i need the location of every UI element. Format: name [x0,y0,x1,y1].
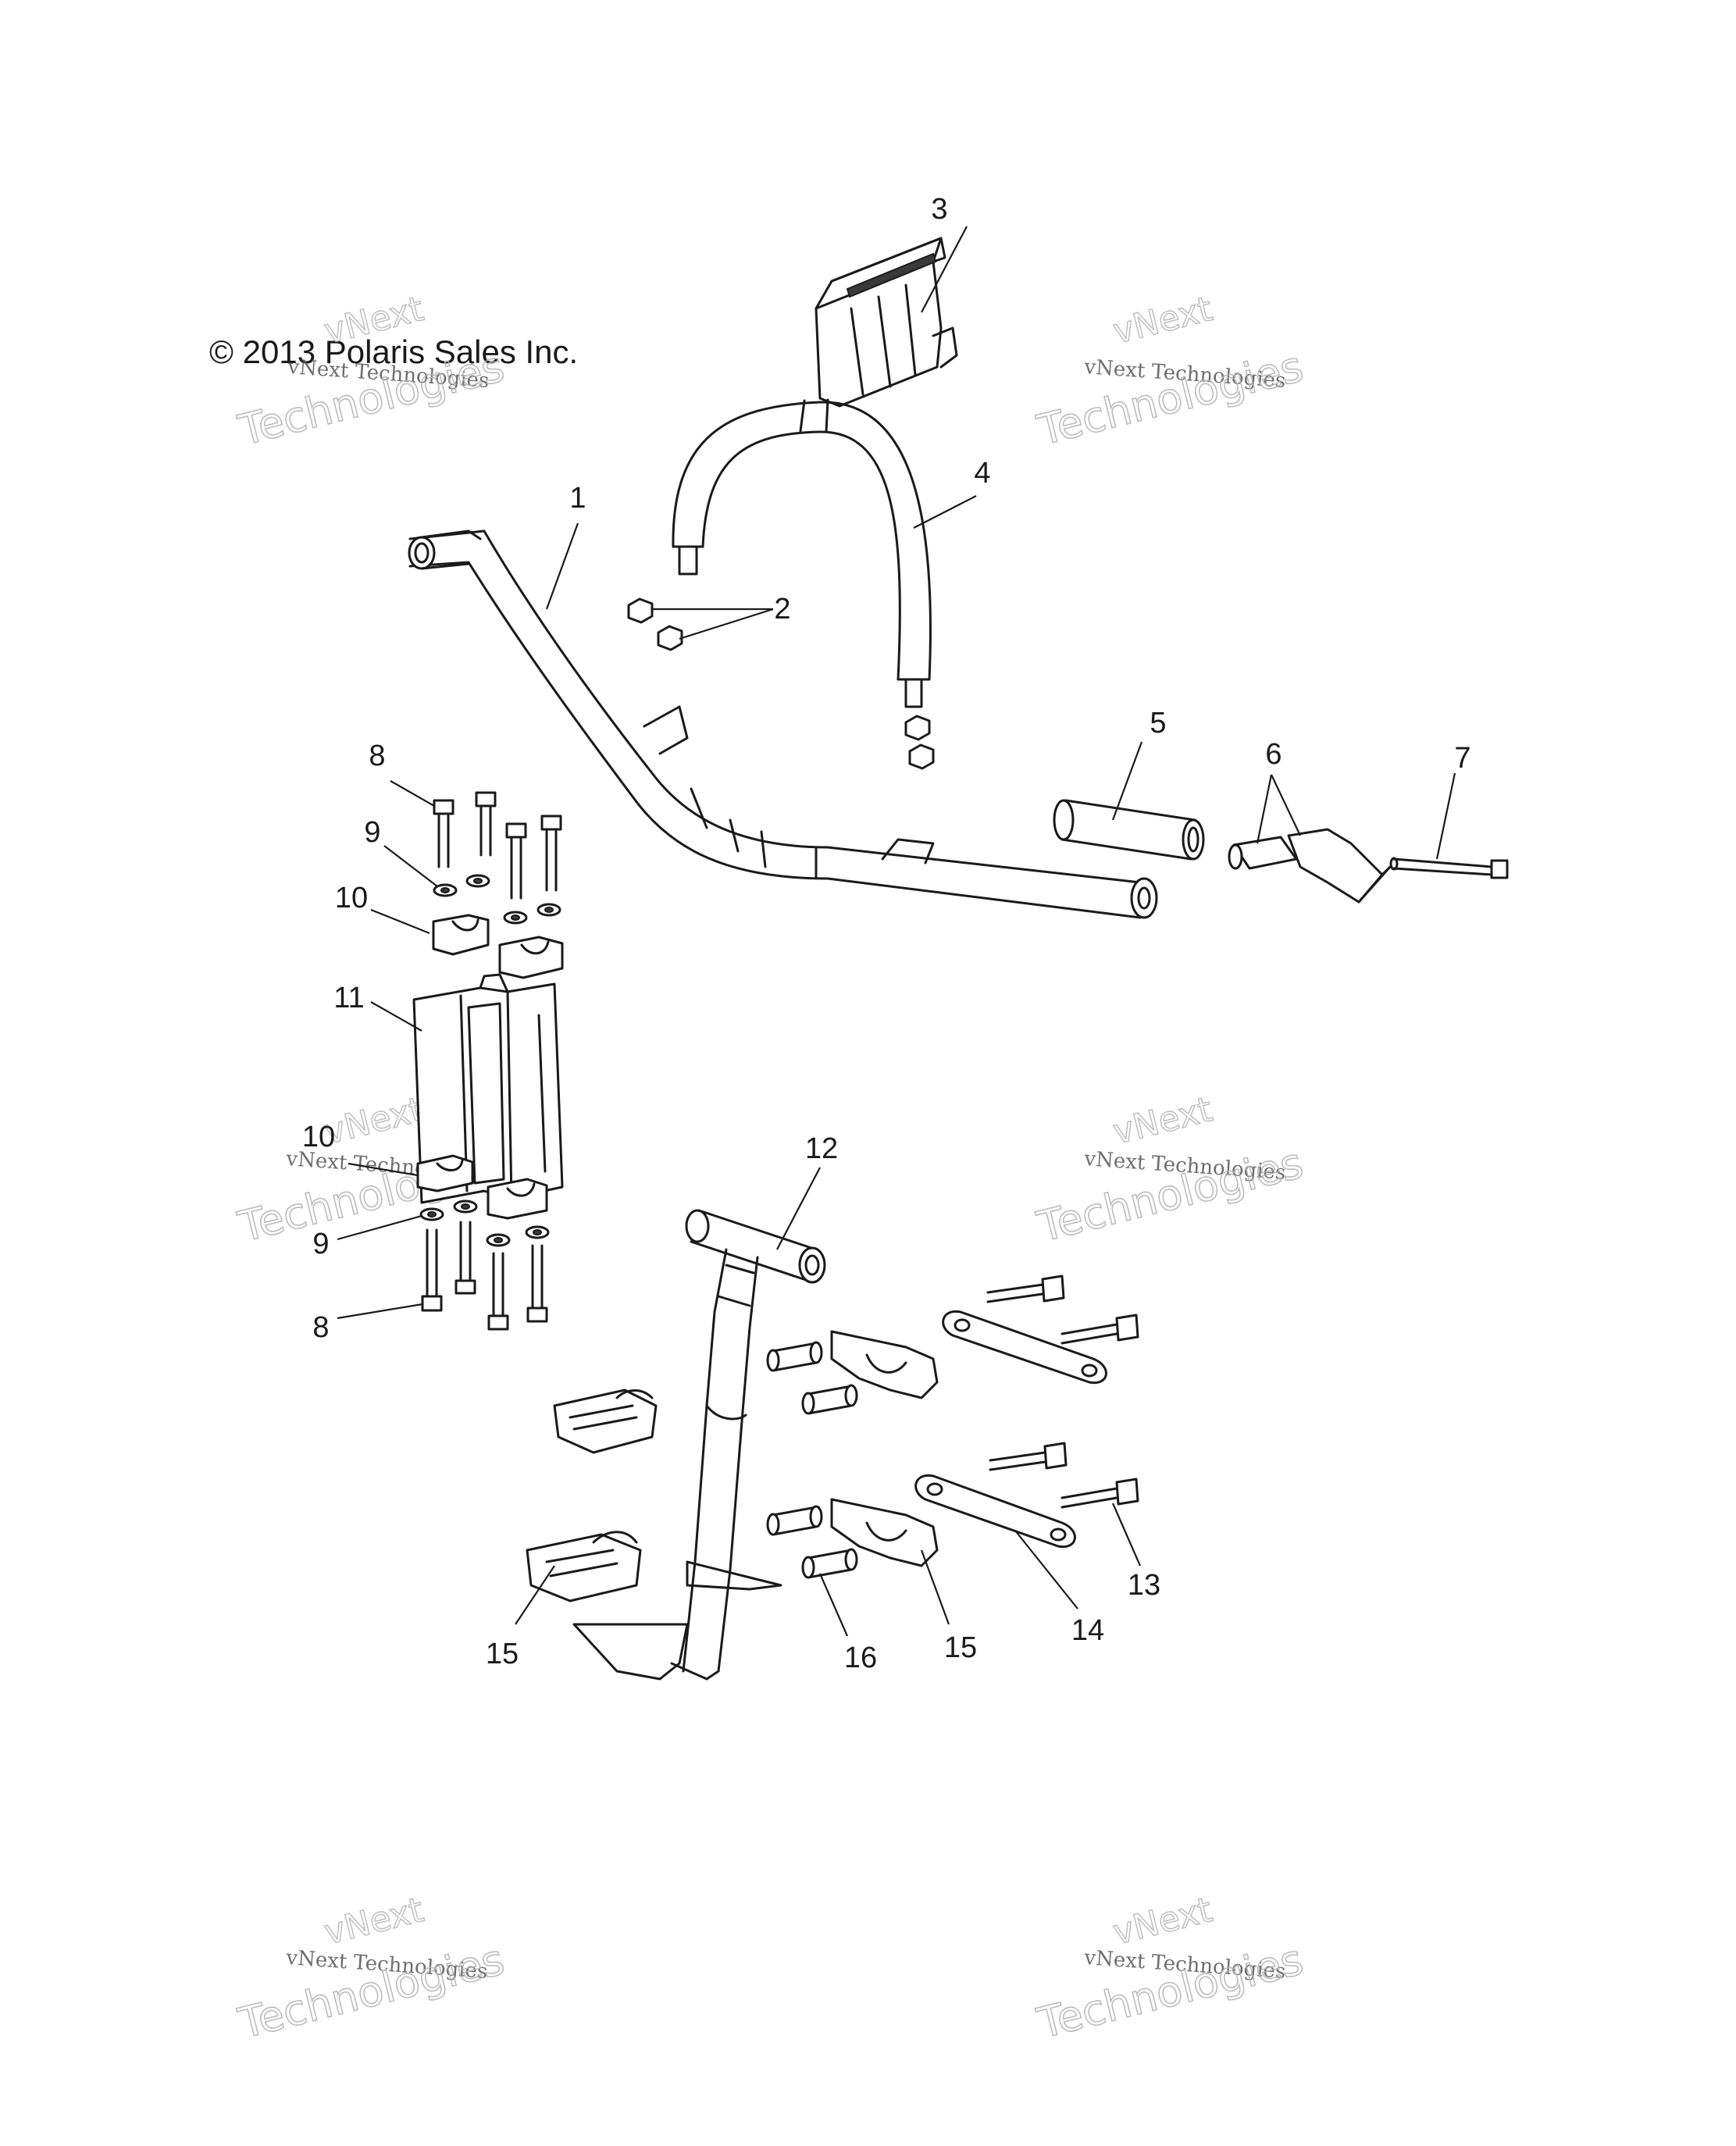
callout-9-upper: 9 [364,816,380,849]
part-1-handlebar [408,529,1158,919]
callout-10-upper: 10 [335,882,368,914]
watermark-top-left: vNext vNext Technologies Technologies [233,288,509,455]
lower-clamp-stack [416,1154,550,1331]
callout-2: 2 [774,593,790,626]
callout-16: 16 [844,1642,877,1674]
callout-4: 4 [974,457,990,490]
callout-15-right: 15 [944,1631,977,1664]
callout-1: 1 [569,482,586,515]
callout-6: 6 [1265,738,1282,771]
watermark-bottom-right: vNext vNext Technologies Technologies [1032,1889,1308,2048]
callout-5: 5 [1150,707,1166,740]
copyright-text: © 2013 Polaris Sales Inc. [209,333,578,370]
callout-14: 14 [1071,1614,1104,1647]
watermark-line1: vNext [320,1890,427,1953]
callout-12: 12 [805,1132,838,1165]
watermark-line1: vNext [1109,1890,1216,1953]
part-7-bolt [1389,857,1509,879]
watermark-mid-right: vNext vNext Technologies Technologies [1032,1089,1308,1252]
callout-8-lower: 8 [312,1311,329,1344]
callout-9-lower: 9 [312,1228,329,1260]
callout-7: 7 [1454,742,1470,775]
callout-15-left: 15 [486,1638,519,1670]
callout-3: 3 [931,193,947,226]
part-2-nuts [627,597,935,770]
part-3-handlebar-pad [815,237,958,408]
part-4-brake-line [672,398,932,708]
lower-hardware [526,1274,1139,1602]
watermark-top-right: vNext vNext Technologies Technologies [1032,288,1308,455]
callout-11: 11 [333,982,364,1014]
leader-lines [337,226,1456,1637]
callout-13: 13 [1128,1569,1160,1602]
watermark-line1: vNext [320,1089,427,1153]
part-5-sleeve [1053,799,1205,861]
callout-labels: 1 2 3 4 5 6 7 8 9 10 11 10 9 8 12 13 14 … [302,193,1471,1674]
callout-8-upper: 8 [369,740,385,772]
upper-clamp-stack [412,791,564,1204]
part-6-bar-ends [1228,828,1392,904]
watermark-line3: Technologies [1032,342,1308,455]
watermark-bottom-left: vNext vNext Technologies Technologies [233,1889,509,2048]
watermark-line1: vNext [1109,289,1216,352]
callout-10-lower: 10 [302,1121,335,1153]
part-12-steering-post [572,1209,826,1681]
watermark-line1: vNext [1109,1089,1216,1153]
